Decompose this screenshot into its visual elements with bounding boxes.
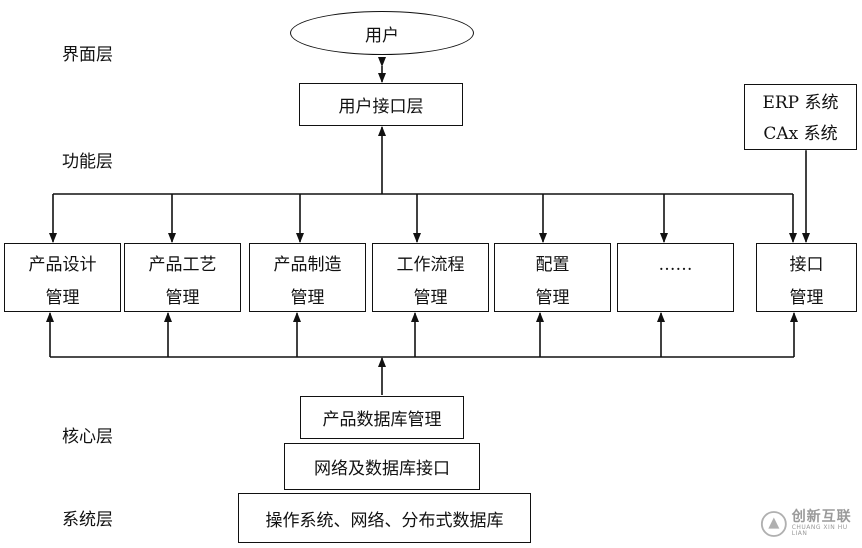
module-workflow: 工作流程 管理 [372,243,489,312]
module-subtitle: 管理 [45,288,80,308]
module-title: …… [658,255,693,275]
user-interface-layer-label: 用户接口层 [338,97,424,117]
watermark-cn: 创新互联 [791,509,852,526]
os-network-db-label: 操作系统、网络、分布式数据库 [265,510,504,531]
module-ellipsis: …… [617,243,734,312]
module-title: 产品设计 [28,255,97,275]
watermark-en: CHUANG XIN HU LIAN [791,524,848,538]
external-system-erp: ERP 系统 [762,93,839,113]
watermark: 创新互联 CHUANG XIN HU LIAN [760,505,860,543]
module-subtitle: 管理 [413,288,448,308]
network-db-interface-box: 网络及数据库接口 [284,443,480,490]
external-system-cax: CAx 系统 [763,124,838,144]
user-node-label: 用户 [365,25,399,46]
module-title: 工作流程 [396,255,465,275]
module-configuration: 配置 管理 [494,243,611,312]
pdm-label: 产品数据库管理 [322,410,442,430]
module-product-manufacturing: 产品制造 管理 [249,243,366,312]
module-product-design: 产品设计 管理 [4,243,121,312]
module-subtitle: 管理 [789,288,824,308]
module-interface-management: 接口 管理 [756,243,857,312]
module-subtitle: 管理 [535,288,570,308]
module-subtitle: 管理 [165,288,200,308]
module-title: 配置 [535,255,570,275]
layer-label-interface: 界面层 [62,45,113,65]
user-interface-layer-box: 用户接口层 [299,83,463,126]
module-title: 接口 [789,255,824,275]
user-node: 用户 [290,11,474,55]
watermark-logo-icon [760,511,787,537]
external-systems-box: ERP 系统 CAx 系统 [744,84,857,150]
pdm-box: 产品数据库管理 [300,396,464,439]
layer-label-core: 核心层 [62,427,113,447]
module-subtitle: 管理 [290,288,325,308]
module-title: 产品工艺 [148,255,217,275]
module-title: 产品制造 [273,255,342,275]
layer-label-system: 系统层 [62,510,113,530]
os-network-db-box: 操作系统、网络、分布式数据库 [238,493,531,543]
module-product-process: 产品工艺 管理 [124,243,241,312]
network-db-interface-label: 网络及数据库接口 [314,459,450,479]
layer-label-function: 功能层 [62,152,113,172]
